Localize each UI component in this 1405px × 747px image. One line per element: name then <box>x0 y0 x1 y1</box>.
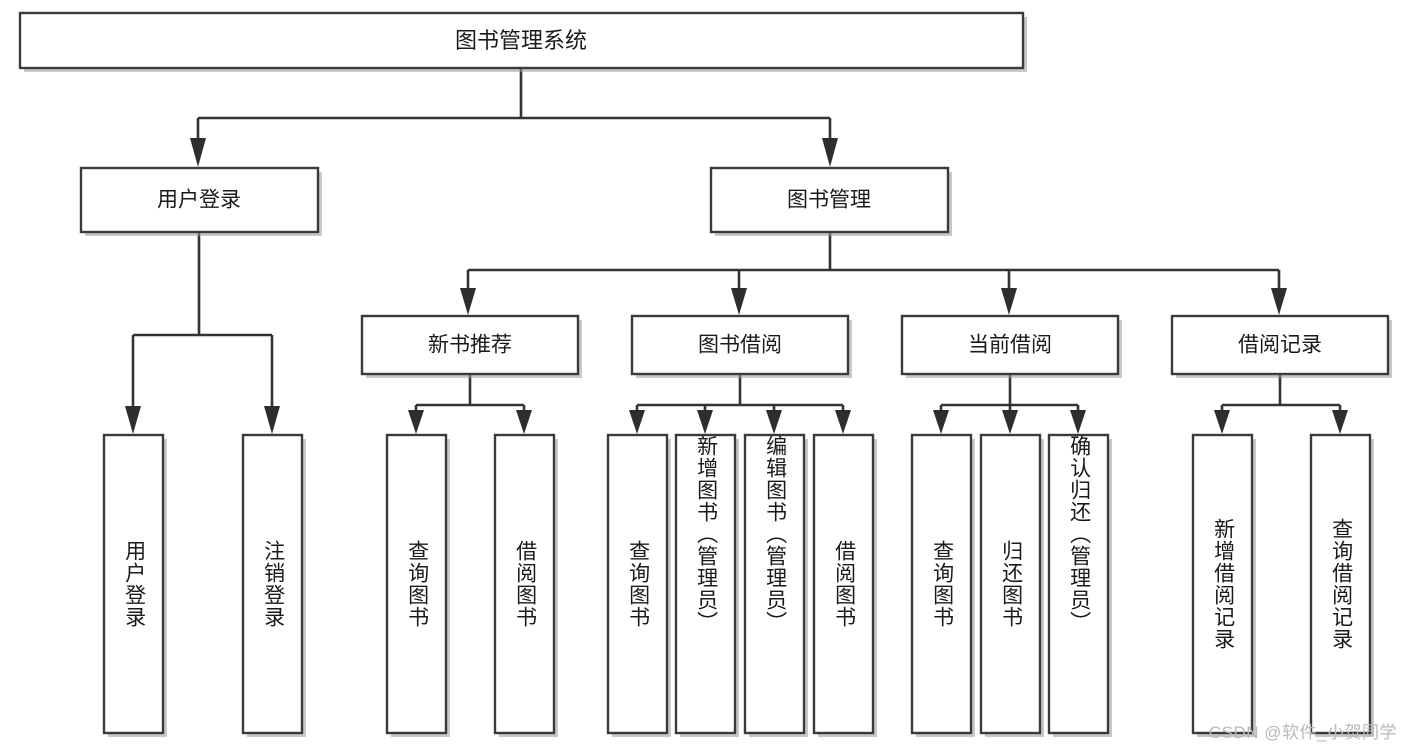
node-new-book-recommend[interactable]: 新书推荐 <box>360 314 582 378</box>
borrow-record-box[interactable] <box>1170 314 1390 376</box>
current-borrow-box[interactable] <box>900 314 1120 376</box>
connector-layer <box>125 68 1348 434</box>
leaf-box-user-login-2[interactable] <box>241 433 304 735</box>
arrow-bookborrow-leaf-4 <box>835 410 851 434</box>
leaf-box-book-borrow-3[interactable] <box>743 433 806 735</box>
arrow-currentborrow-leaf-2 <box>1002 410 1018 434</box>
arrow-bookborrow-leaf-3 <box>766 410 782 434</box>
node-user-login[interactable]: 用户登录 <box>79 166 322 236</box>
arrow-to-borrow-record <box>1271 288 1287 315</box>
node-book-borrow[interactable]: 图书借阅 <box>630 314 852 378</box>
arrow-to-current-borrow <box>1001 288 1017 315</box>
leaf-boxes-layer <box>102 433 1374 737</box>
leaf-box-book-borrow-2[interactable] <box>674 433 737 735</box>
node-borrow-record[interactable]: 借阅记录 <box>1170 314 1392 378</box>
leaf-box-borrow-record-1[interactable] <box>1191 433 1254 735</box>
arrow-borrowrecord-leaf-1 <box>1214 410 1230 434</box>
arrow-bookborrow-leaf-2 <box>697 410 713 434</box>
watermark: CSDN @软件_小贺同学 <box>1208 723 1397 742</box>
leaf-box-current-borrow-2[interactable] <box>979 433 1042 735</box>
user-login-label: 用户登录 <box>157 189 241 212</box>
leaf-box-book-borrow-1[interactable] <box>606 433 669 735</box>
arrow-to-book-mgmt <box>822 138 838 167</box>
leaf-box-current-borrow-1[interactable] <box>910 433 973 735</box>
book-borrow-box[interactable] <box>630 314 850 376</box>
leaf-box-new-book-1[interactable] <box>385 433 448 735</box>
node-root[interactable]: 图书管理系统 <box>18 11 1027 72</box>
leaf-box-current-borrow-3[interactable] <box>1047 433 1110 735</box>
book-borrow-label: 图书借阅 <box>698 334 782 357</box>
arrow-newbook-leaf-1 <box>408 410 424 434</box>
book-management-box[interactable] <box>709 166 950 234</box>
leaf-box-borrow-record-2[interactable] <box>1309 433 1372 735</box>
root-label: 图书管理系统 <box>455 28 587 53</box>
root-box[interactable] <box>18 11 1025 70</box>
arrow-currentborrow-leaf-3 <box>1070 410 1086 434</box>
user-login-box[interactable] <box>79 166 320 234</box>
arrow-to-book-borrow <box>731 288 747 315</box>
node-book-management[interactable]: 图书管理 <box>709 166 952 236</box>
leaf-box-book-borrow-4[interactable] <box>812 433 875 735</box>
arrow-currentborrow-leaf-1 <box>933 410 949 434</box>
leaf-box-new-book-2[interactable] <box>493 433 556 735</box>
new-book-recommend-box[interactable] <box>360 314 580 376</box>
arrow-userlogin-leaf-1 <box>125 406 141 434</box>
arrow-to-user-login <box>190 138 206 167</box>
book-management-label: 图书管理 <box>787 189 871 212</box>
arrow-bookborrow-leaf-1 <box>629 410 645 434</box>
leaf-box-user-login-1[interactable] <box>102 433 165 735</box>
arrow-to-new-book <box>460 288 476 315</box>
current-borrow-label: 当前借阅 <box>968 334 1052 357</box>
node-current-borrow[interactable]: 当前借阅 <box>900 314 1122 378</box>
arrow-userlogin-leaf-2 <box>264 406 280 434</box>
arrow-borrowrecord-leaf-2 <box>1332 410 1348 434</box>
arrow-newbook-leaf-2 <box>516 410 532 434</box>
borrow-record-label: 借阅记录 <box>1238 334 1322 357</box>
new-book-recommend-label: 新书推荐 <box>428 334 512 357</box>
